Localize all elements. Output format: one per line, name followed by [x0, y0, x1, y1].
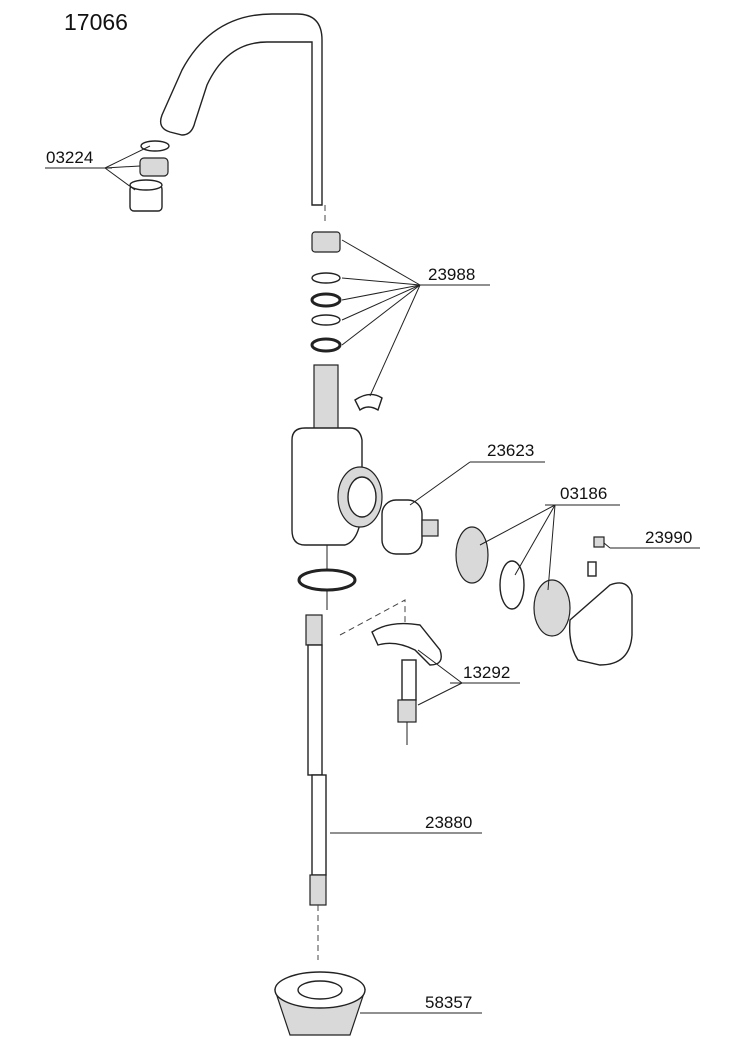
part-label-58357: 58357 [425, 993, 472, 1012]
part-label-03186: 03186 [560, 484, 607, 503]
seal-stack [310, 231, 383, 436]
spout [159, 13, 326, 225]
mounting-nut [274, 971, 366, 1036]
part-label-23990: 23990 [645, 528, 692, 547]
part-label-23623: 23623 [487, 441, 534, 460]
aerator-parts [129, 140, 170, 212]
part-label-23880: 23880 [425, 813, 472, 832]
handle [568, 536, 633, 666]
part-label-13292: 13292 [463, 663, 510, 682]
part-label-03224: 03224 [46, 148, 93, 167]
mounting-kit [339, 599, 442, 745]
model-number: 17066 [64, 9, 128, 35]
part-label-23988: 23988 [428, 265, 475, 284]
faucet-body [291, 427, 383, 610]
hose [305, 614, 327, 960]
cartridge-nut-set [455, 526, 571, 637]
cartridge [381, 499, 439, 555]
